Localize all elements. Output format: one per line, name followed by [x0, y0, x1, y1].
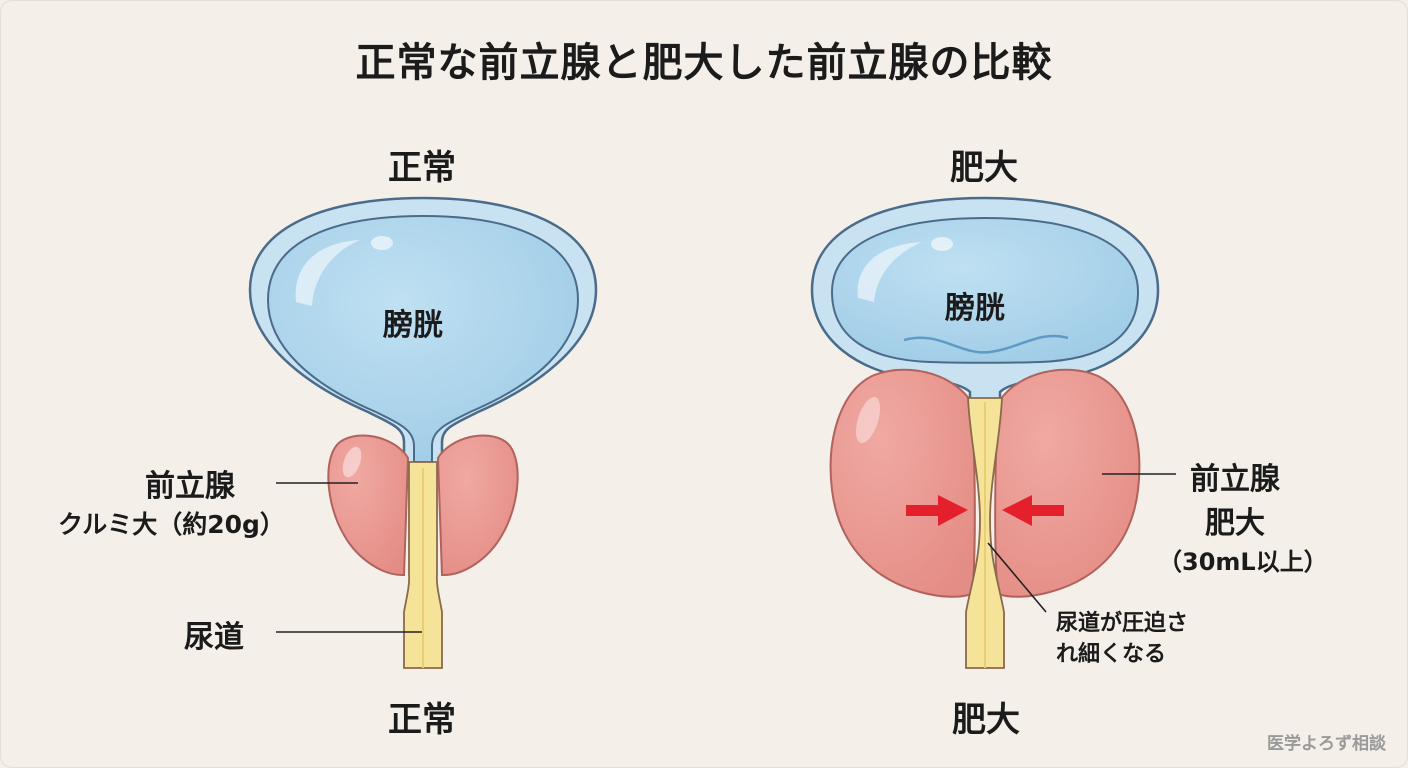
- compression-arrow-right: [1002, 495, 1064, 526]
- normal-urethra-label: 尿道: [184, 620, 244, 655]
- enlarged-urethra-leader: [987, 542, 1047, 613]
- normal-prostate-label: 前立腺: [145, 469, 235, 504]
- enlarged-illustration: [810, 196, 1176, 669]
- normal-heading: 正常: [388, 148, 456, 188]
- enlarged-urethra-label-2: れ細くなる: [1056, 642, 1167, 667]
- enlarged-urethra-label: 尿道が圧迫さ: [1056, 611, 1189, 636]
- enlarged-prostate-size: （30mL以上）: [1158, 548, 1328, 576]
- normal-bladder-highlight: [295, 240, 360, 306]
- main-title: 正常な前立腺と肥大した前立腺の比較: [355, 40, 1053, 86]
- enlarged-prostate-label-2: 肥大: [1205, 506, 1265, 541]
- enlarged-footer-label: 肥大: [952, 700, 1020, 740]
- normal-bladder-label: 膀胱: [383, 308, 443, 343]
- normal-prostate-right-lobe: [436, 434, 519, 577]
- enlarged-prostate-left-lobe: [829, 368, 976, 598]
- normal-bladder-lumen: [266, 214, 580, 463]
- normal-illustration: [248, 196, 598, 669]
- compression-arrow-left: [906, 495, 968, 526]
- normal-prostate-size: クルミ大（約20g）: [58, 510, 285, 539]
- normal-footer-label: 正常: [388, 700, 456, 740]
- enlarged-prostate-right-lobe: [994, 368, 1141, 598]
- enlarged-heading: 肥大: [950, 148, 1018, 188]
- enlarged-prostate-label: 前立腺: [1190, 462, 1280, 497]
- enlarged-bladder-compressed-floor: [903, 334, 1069, 354]
- normal-prostate-left-lobe: [327, 434, 410, 577]
- watermark: 医学よろず相談: [1267, 734, 1386, 754]
- enlarged-bladder-label: 膀胱: [945, 291, 1005, 326]
- enlarged-bladder-lumen: [830, 216, 1140, 364]
